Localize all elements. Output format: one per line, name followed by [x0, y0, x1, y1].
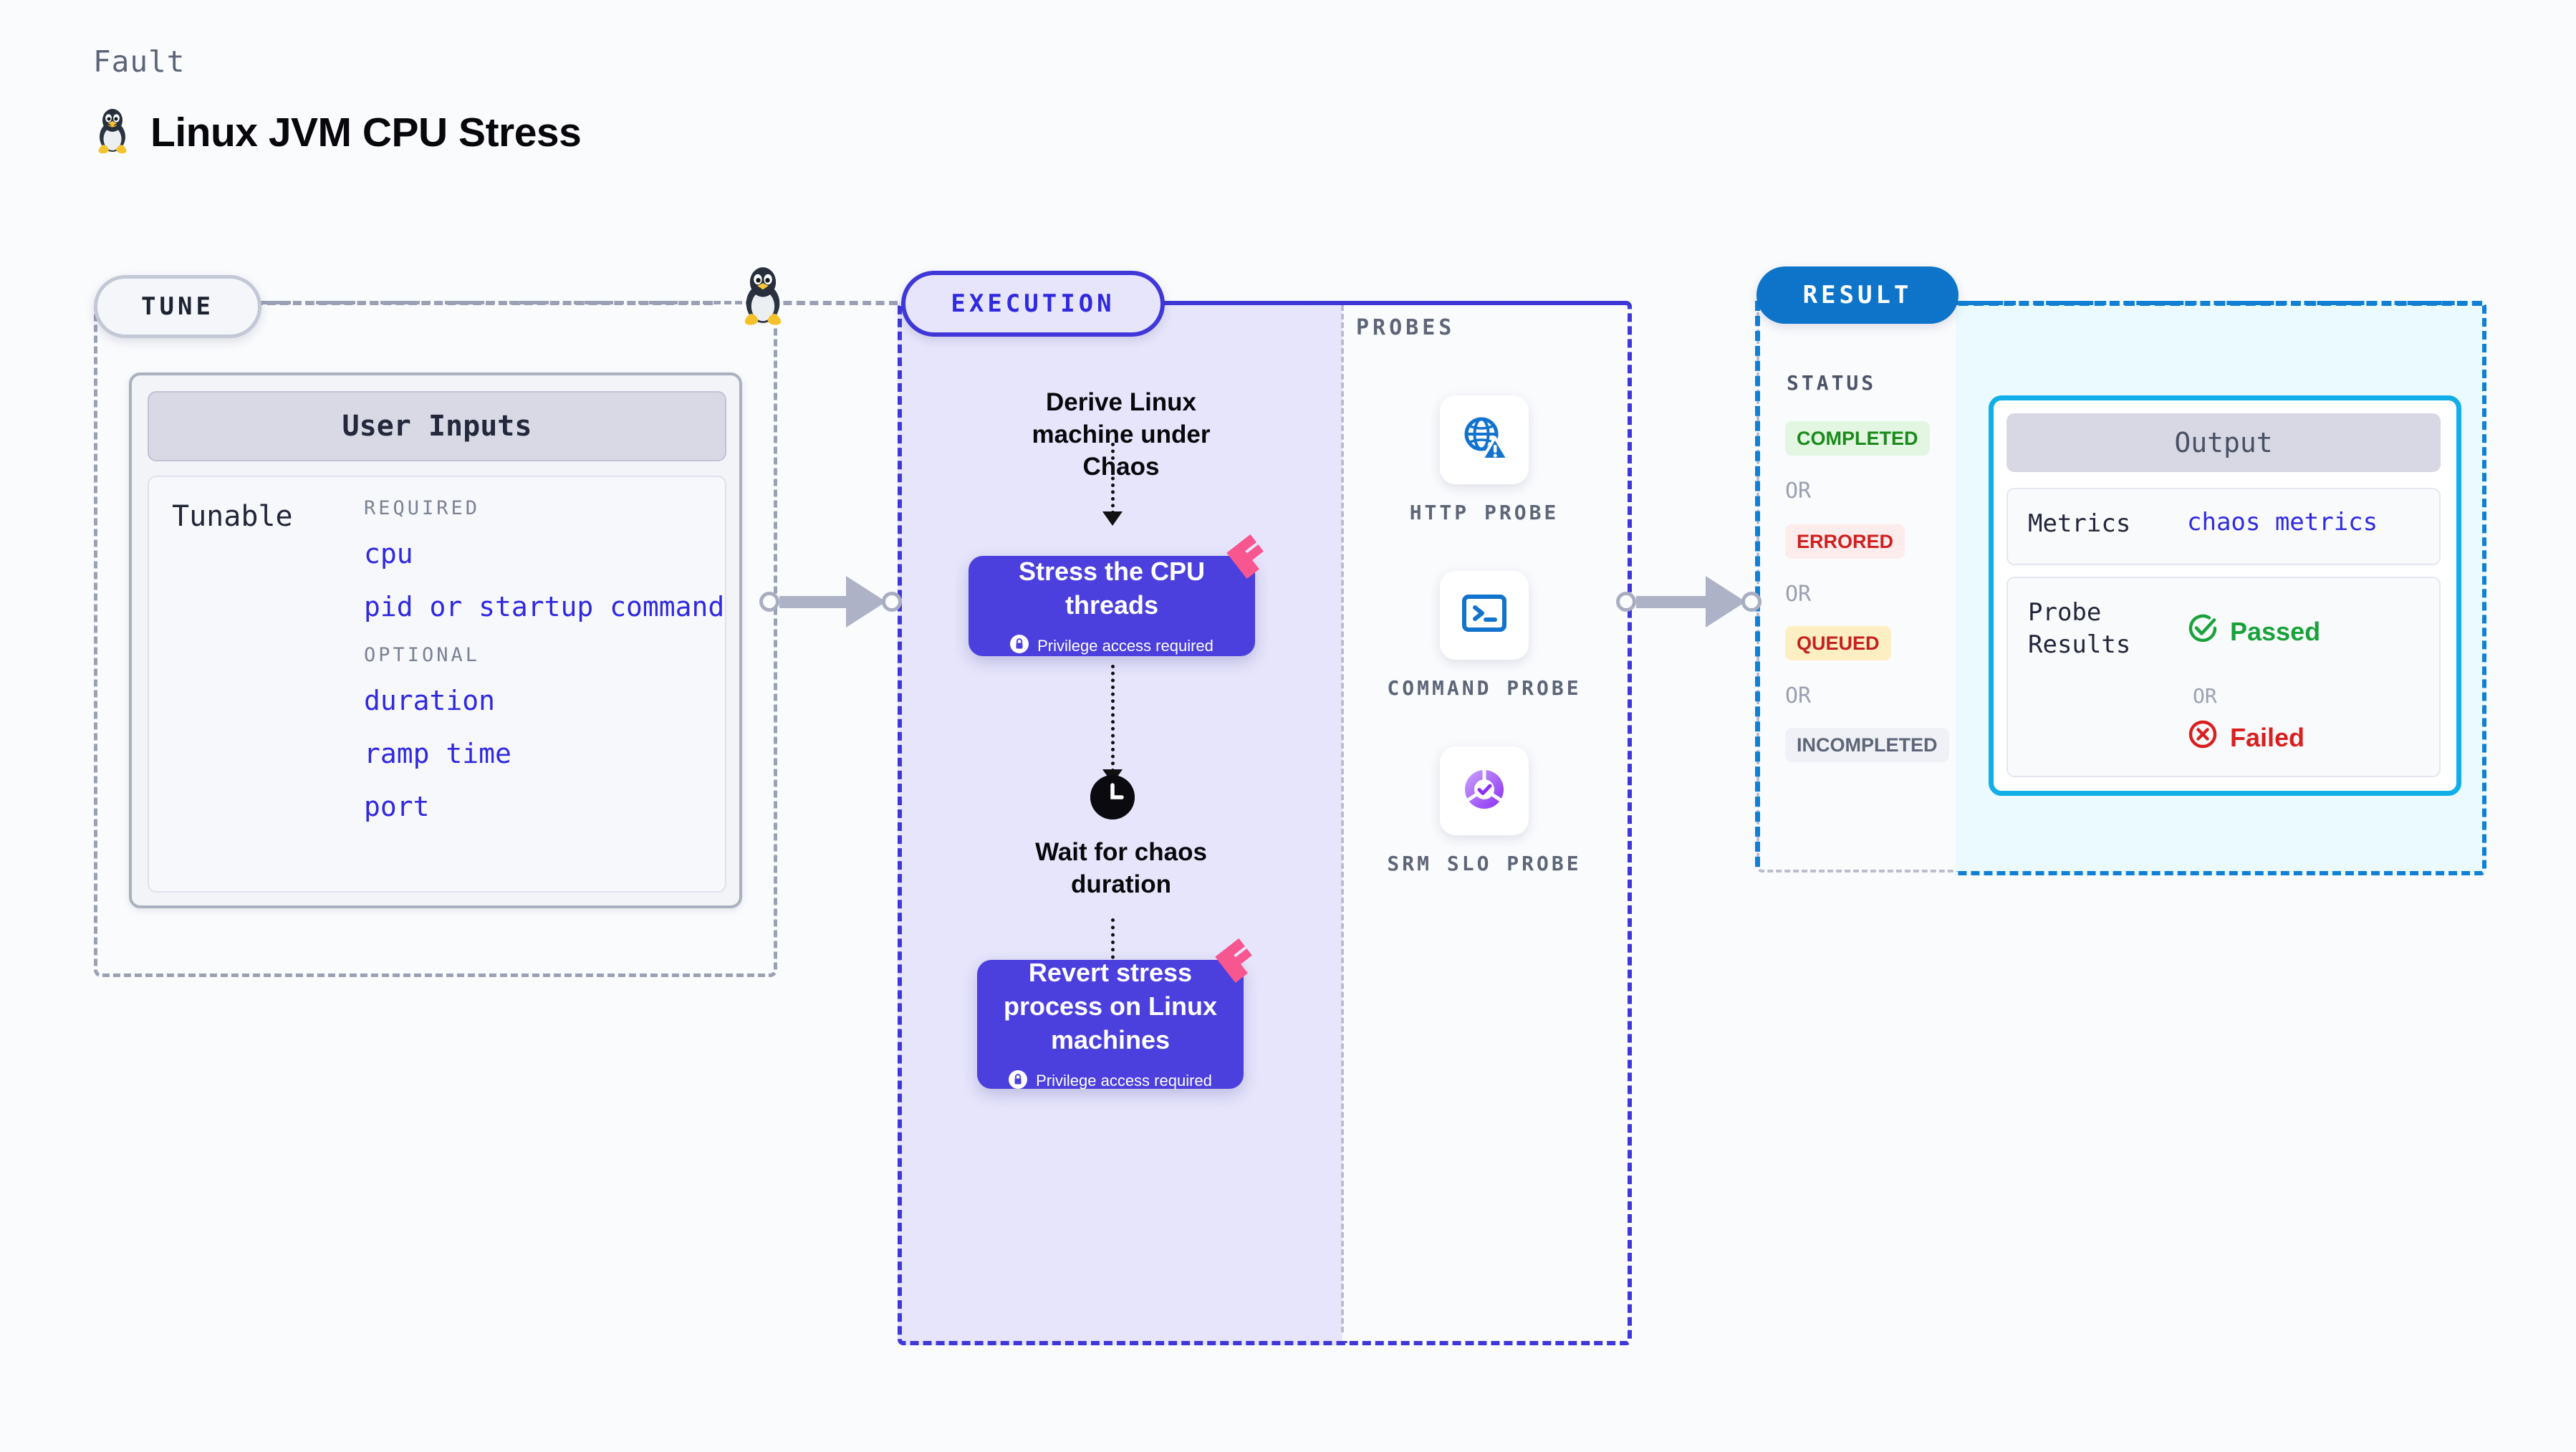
- probe-tile-http[interactable]: [1440, 395, 1529, 484]
- user-inputs-card: User Inputs Tunable REQUIRED cpu pid or …: [129, 372, 742, 908]
- lock-icon: [1010, 635, 1029, 657]
- tune-link-line-right: [770, 301, 898, 305]
- connector-start-dot: [1616, 592, 1636, 612]
- tunable-item-cpu[interactable]: cpu: [364, 538, 413, 569]
- tunable-label: Tunable: [172, 500, 293, 533]
- connector-arrow-head: [1706, 576, 1746, 628]
- group-label-required: REQUIRED: [364, 497, 481, 519]
- flow-arrow-line: [1111, 918, 1115, 989]
- status-badge-errored: ERRORED: [1785, 524, 1905, 559]
- fault-title-row: Linux JVM CPU Stress: [93, 106, 582, 158]
- fault-kicker: Fault: [93, 44, 186, 79]
- result-left-edge: [1755, 301, 1760, 867]
- probes-section-label: PROBES: [1356, 315, 1456, 340]
- flow-arrow-2: [1102, 665, 1123, 784]
- probe-tile-command[interactable]: [1440, 571, 1529, 660]
- globe-warning-icon: [1458, 412, 1511, 468]
- tune-pill[interactable]: TUNE: [94, 275, 261, 338]
- status-badge-queued: QUEUED: [1785, 626, 1891, 660]
- privilege-note: Privilege access required: [1036, 1072, 1212, 1090]
- connector-end-dot: [1741, 592, 1762, 612]
- x-circle-icon: [2187, 718, 2219, 756]
- privilege-row: Privilege access required: [1009, 1069, 1212, 1092]
- tunable-item-pid-or-startup-command[interactable]: pid or startup command: [364, 591, 725, 622]
- execution-action-revert-stress[interactable]: Revert stress process on Linux machines …: [977, 938, 1252, 1092]
- probe-caption-command: COMMAND PROBE: [1387, 676, 1582, 700]
- tunable-item-ramp-time[interactable]: ramp time: [364, 738, 511, 769]
- linux-penguin-icon: [93, 106, 132, 158]
- execution-step-wait: Wait for chaos duration: [1035, 838, 1207, 898]
- probe-caption-http: HTTP PROBE: [1409, 501, 1559, 524]
- execution-pill[interactable]: EXECUTION: [901, 271, 1165, 337]
- page-title: Linux JVM CPU Stress: [150, 109, 582, 155]
- tunable-item-port[interactable]: port: [364, 791, 430, 822]
- output-metrics-value[interactable]: chaos metrics: [2187, 508, 2378, 537]
- probe-verdict-passed: Passed: [2187, 612, 2320, 650]
- execution-action-stress-cpu[interactable]: Stress the CPU threads Privilege access …: [969, 534, 1264, 657]
- execution-container: [898, 301, 1347, 1345]
- clock-icon: [1090, 775, 1135, 819]
- output-header: Output: [2007, 413, 2441, 472]
- output-card: Output Metrics chaos metrics Probe Resul…: [1989, 395, 2461, 796]
- check-circle-icon: [2187, 612, 2219, 650]
- slo-donut-check-icon: [1458, 763, 1511, 819]
- connector-arrow-head: [846, 576, 886, 628]
- tunable-panel: Tunable REQUIRED cpu pid or startup comm…: [148, 476, 726, 893]
- probe-verdict-or: OR: [2193, 684, 2217, 708]
- privilege-note: Privilege access required: [1037, 636, 1213, 655]
- output-metrics-key: Metrics: [2028, 509, 2131, 538]
- connector-shaft: [779, 595, 848, 608]
- connector-shaft: [1636, 595, 1708, 608]
- tune-link-line-left: [254, 301, 713, 305]
- linux-penguin-icon-connector: [738, 264, 788, 327]
- connector-start-dot: [759, 592, 779, 612]
- execution-step-derive-machine: Derive Linux machine under Chaos: [1032, 388, 1211, 481]
- flow-arrow-tip: [1102, 511, 1123, 526]
- connector-tune-to-execution: [759, 576, 907, 628]
- probe-caption-srm-slo: SRM SLO PROBE: [1387, 852, 1582, 875]
- probes-divider: [1341, 305, 1344, 1332]
- tunable-list: REQUIRED cpu pid or startup command OPTI…: [364, 497, 724, 844]
- status-badge-incompleted: INCOMPLETED: [1785, 728, 1949, 762]
- output-metrics-row: Metrics chaos metrics: [2007, 488, 2441, 565]
- flow-arrow-line: [1111, 443, 1115, 514]
- output-probe-results-key: Probe Results: [2028, 598, 2131, 659]
- probe-verdict-failed: Failed: [2187, 718, 2305, 756]
- terminal-prompt-icon: [1458, 589, 1511, 643]
- status-or-3: OR: [1785, 683, 1812, 708]
- user-inputs-header: User Inputs: [148, 391, 726, 461]
- page-header: Fault Linux JVM CPU Stress: [93, 44, 582, 158]
- lock-icon: [1009, 1069, 1028, 1092]
- connector-end-dot: [882, 592, 902, 612]
- group-label-optional: OPTIONAL: [364, 644, 481, 666]
- status-badge-completed: COMPLETED: [1785, 421, 1930, 456]
- privilege-row: Privilege access required: [1010, 635, 1213, 657]
- harness-logo-icon: [1215, 938, 1259, 984]
- action-title: Stress the CPU threads: [1018, 556, 1206, 620]
- status-label: STATUS: [1787, 371, 1877, 395]
- status-or-1: OR: [1785, 479, 1812, 504]
- status-or-2: OR: [1785, 582, 1812, 607]
- result-pill[interactable]: RESULT: [1756, 266, 1959, 324]
- action-title: Revert stress process on Linux machines: [1003, 958, 1218, 1054]
- result-link-line: [1959, 301, 2482, 306]
- tunable-item-duration[interactable]: duration: [364, 685, 496, 716]
- passed-label: Passed: [2230, 616, 2321, 646]
- flow-arrow-line: [1111, 665, 1115, 772]
- flow-arrow-1: [1102, 443, 1123, 526]
- connector-execution-to-result: [1616, 576, 1768, 628]
- probe-tile-srm-slo[interactable]: [1440, 746, 1529, 835]
- failed-label: Failed: [2230, 722, 2305, 752]
- harness-logo-icon: [1226, 534, 1271, 580]
- execution-link-line: [1156, 301, 1628, 305]
- output-probe-results-row: Probe Results Passed OR Failed: [2007, 577, 2441, 777]
